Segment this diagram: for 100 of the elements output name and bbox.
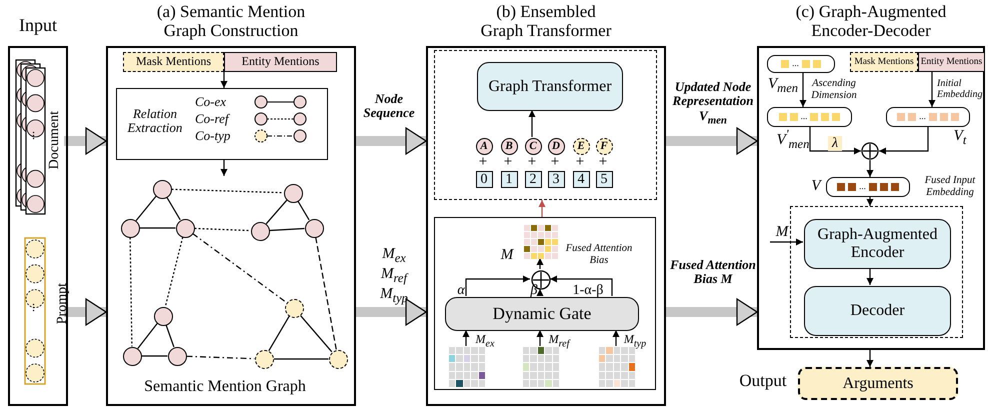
output-box: Arguments [798,367,958,400]
graph-node-circle [168,346,186,366]
embedding-vector: ... [826,177,910,197]
panel [426,2,666,406]
connector-line [297,200,310,220]
graph-node-circle [122,346,142,366]
graph-node-circle [120,218,140,238]
connector-line [315,237,337,350]
module-frame [790,206,963,338]
block-arrow [666,127,758,155]
edge-label: Fused Attention Bias M [670,258,756,287]
token-circle: C [524,138,542,155]
side-label: Output [738,372,788,391]
side-label: V$_{men}$ [768,76,798,96]
relation-type-label: Co-ex [195,95,226,110]
arrow [220,160,228,176]
connector-line [194,228,251,232]
graph-node-circle [284,298,304,318]
arrow [928,72,936,107]
edge-label: M$_{typ}$ [622,333,648,350]
arrow [550,276,613,296]
position-box: 2 [524,171,542,188]
embedding-vector: ... [767,107,852,127]
position-box: 0 [476,171,492,188]
connector-line [266,200,288,224]
side-label: V [810,178,823,194]
block-arrow [356,127,427,155]
graph-node-circle [284,184,302,202]
side-label: Fused Attention Bias [564,243,634,266]
edge-label: M$_{ex}$ M$_{ref}$ M$_{typ}$ [379,246,410,306]
connector-line [164,237,184,307]
connector-line [192,233,287,303]
ellipsis: ... [30,131,44,140]
edge-label: M [774,224,790,240]
panel-title: (c) Graph-Augmented Encoder-Decoder [794,2,948,40]
edge-label: M$_{ref}$ [548,333,572,350]
connector-line [136,196,156,222]
relation-type-label: Co-typ [195,129,230,144]
connector-line [166,196,181,220]
position-box: 4 [572,171,590,188]
position-box: 5 [596,171,612,188]
panel-title: (b) Ensembled Graph Transformer [480,2,612,40]
connector-line [268,316,290,352]
matrix-grid-icon [524,225,558,259]
block-arrow [666,298,758,326]
connector-line [142,355,168,357]
mention-tag: Mask Mentions [850,52,918,72]
relation-label: Relation Extraction [126,107,184,136]
arrow [809,127,861,154]
arrow [866,268,874,285]
side-label: Fused Input Embedding [924,175,976,198]
block-arrow [356,298,427,326]
process-box [116,88,328,160]
token-circle: D [548,138,564,155]
module-frame [434,50,657,200]
mention-tag: Entity Mentions [224,52,337,72]
panel [757,2,985,350]
arrow [866,197,874,206]
graph-node-circle [328,350,348,368]
graph-node-circle [154,306,172,326]
panel [106,2,356,406]
process-box: Dynamic Gate [445,297,639,331]
connector-line [166,324,174,348]
edge-label: Updated Node Representation V$_{men}$ [672,80,754,128]
embedding-vector: ... [767,55,835,73]
panel-title: (a) Semantic Mention Graph Construction [156,2,306,40]
graph-node-circle [304,218,324,238]
token-circle: F [596,138,612,155]
arrow [538,200,546,217]
mention-tag: Entity Mentions [918,52,985,72]
arrow [612,330,620,346]
add-operator-icon [861,142,879,160]
graph-node-circle [152,180,172,198]
edge-label: M$_{ex}$ [474,333,496,350]
block-arrow [64,127,107,155]
position-box: 1 [500,171,518,188]
arrow [866,160,874,177]
connector-line [130,237,132,347]
relation-type-label: Co-ref [195,112,228,126]
edge-label: Node Sequence [362,92,416,121]
position-box: 3 [548,171,564,188]
edge-label: 1-α-β [572,283,604,298]
graph-node-circle [250,222,270,240]
matrix-grid-icon [599,347,635,387]
matrix-grid-icon [523,347,559,387]
plus-sign: + [526,154,538,170]
connector-line [300,314,332,352]
connector-line [186,356,255,360]
edge-label: α [456,283,466,298]
token-circle: A [476,138,492,155]
ellipsis: ... [30,303,44,312]
arrow [462,330,470,346]
arrow [528,110,536,137]
vertical-label: Prompt [55,283,70,324]
plus-sign: + [502,154,514,170]
arrow [770,238,803,246]
plus-sign: + [550,154,560,170]
connector-line [269,228,305,232]
edge-label: λ [828,136,842,152]
plus-sign: + [478,154,488,170]
